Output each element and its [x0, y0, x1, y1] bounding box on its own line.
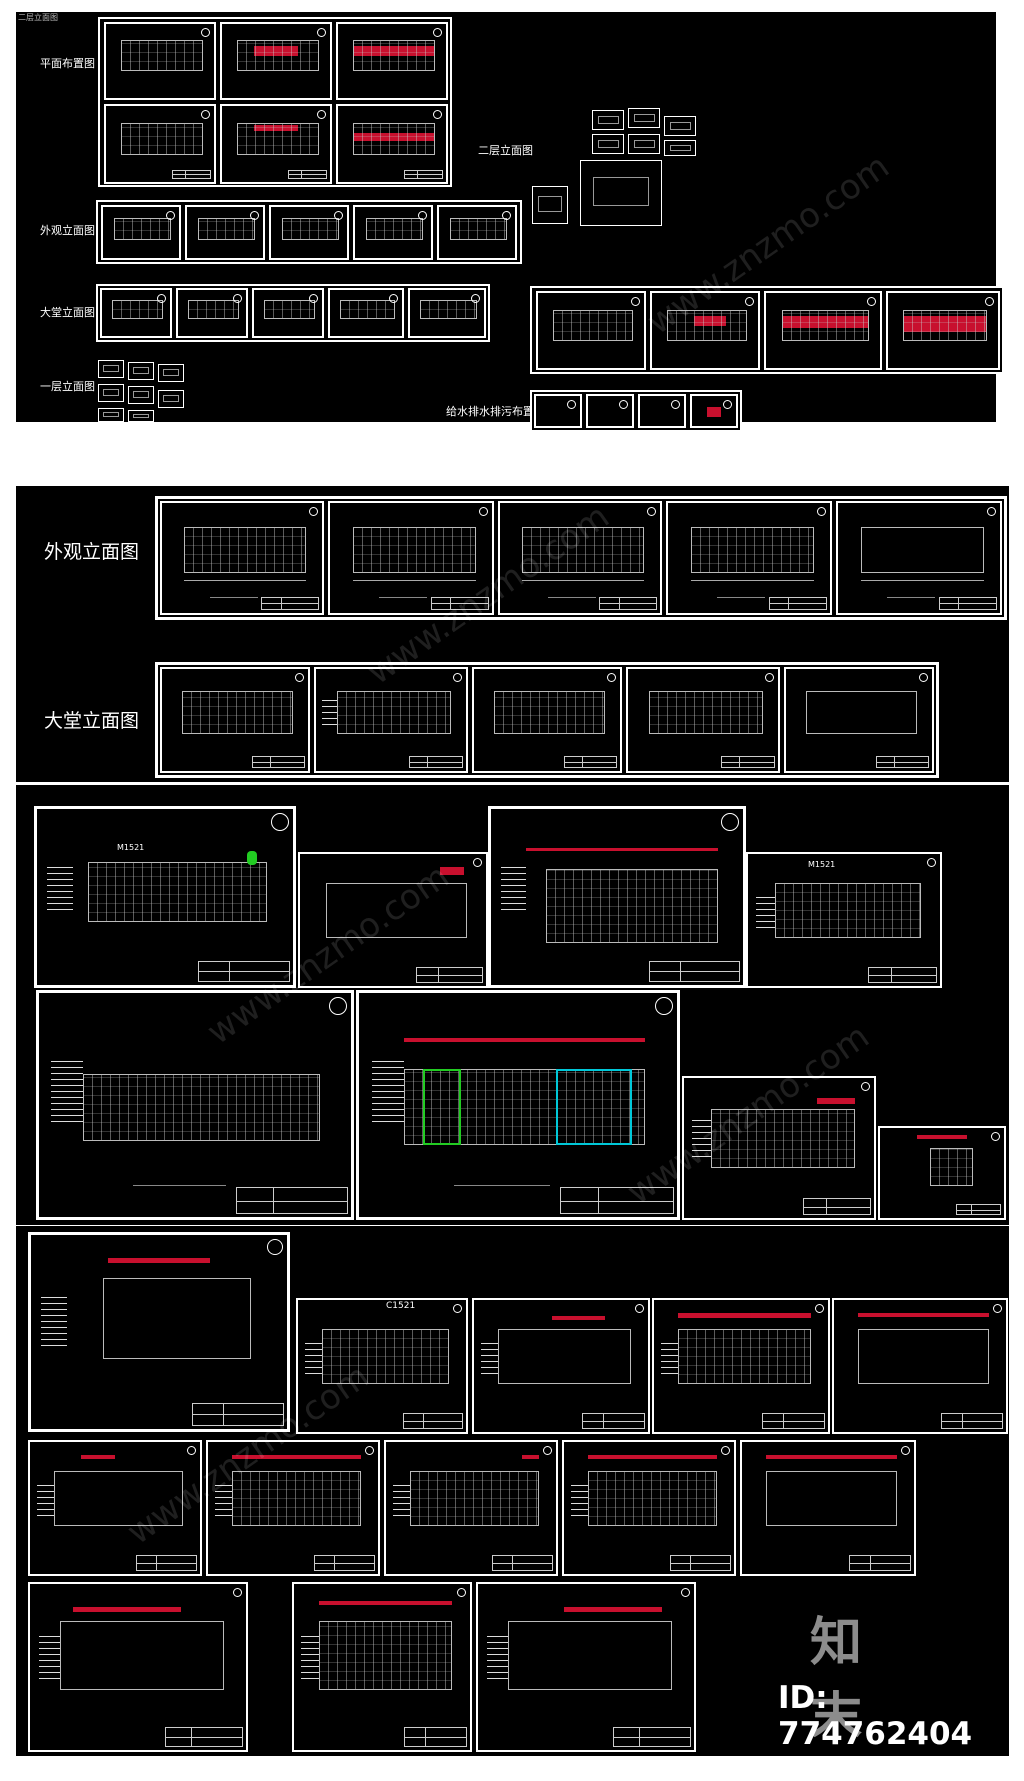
room-sheet-3[interactable] [472, 1298, 650, 1434]
plan-right-4[interactable] [886, 291, 1000, 370]
second-floor-mini-6[interactable] [664, 140, 696, 156]
logo-text: 知末 [810, 1613, 867, 1748]
plumbing-4[interactable] [690, 394, 738, 428]
overview-header: 二层立面图 [18, 13, 58, 22]
label-lobby-large: 大堂立面图 [44, 710, 140, 732]
detail-sheet-3[interactable] [488, 806, 746, 988]
exterior-small-1[interactable] [101, 205, 181, 260]
plan-sheet-4[interactable] [104, 104, 216, 184]
plan-right-2[interactable] [650, 291, 760, 370]
detail-sheet-7[interactable] [682, 1076, 876, 1220]
label-exterior-large: 外观立面图 [44, 541, 140, 563]
first-floor-mini-4[interactable] [98, 384, 124, 402]
label-second-floor: 二层立面图 [478, 144, 533, 157]
exterior-elev-5[interactable] [836, 501, 1002, 615]
detail-sheet-4[interactable]: M1521 [746, 852, 942, 988]
room-sheet-6[interactable] [28, 1440, 202, 1576]
lobby-elev-2[interactable] [314, 667, 468, 773]
second-floor-mini-4[interactable] [592, 134, 624, 154]
plumbing-1[interactable] [534, 394, 582, 428]
label-first-floor: 一层立面图 [40, 380, 95, 393]
label-lobby-small: 大堂立面图 [40, 306, 95, 319]
room-sheet-2[interactable]: C1521 [296, 1298, 468, 1434]
lobby-small-5[interactable] [408, 288, 486, 338]
door-tag-m1521-b: M1521 [808, 860, 836, 869]
room-sheet-9[interactable] [562, 1440, 736, 1576]
exterior-elev-2[interactable] [328, 501, 494, 615]
room-sheet-8[interactable] [384, 1440, 558, 1576]
znzmo-logo: 知末 [810, 1600, 920, 1748]
first-floor-mini-3[interactable] [158, 364, 184, 382]
plumbing-2[interactable] [586, 394, 634, 428]
plan-right-1[interactable] [536, 291, 646, 370]
lobby-elev-3[interactable] [472, 667, 622, 773]
second-floor-mini-2[interactable] [628, 108, 660, 128]
plan-sheet-3[interactable] [336, 22, 448, 100]
first-floor-mini-5[interactable] [128, 386, 154, 404]
second-floor-mini-1[interactable] [592, 110, 624, 130]
plan-sheet-1[interactable] [104, 22, 216, 100]
second-floor-mini-8[interactable] [532, 186, 568, 224]
lobby-elev-4[interactable] [626, 667, 780, 773]
label-plan: 平面布置图 [40, 57, 95, 70]
room-sheet-1[interactable] [28, 1232, 290, 1432]
second-floor-mini-3[interactable] [664, 116, 696, 136]
exterior-small-2[interactable] [185, 205, 265, 260]
detail-sheet-1[interactable]: M1521 [34, 806, 296, 988]
room-sheet-12[interactable] [292, 1582, 472, 1752]
plumbing-3[interactable] [638, 394, 686, 428]
exterior-elev-1[interactable] [160, 501, 324, 615]
lobby-small-4[interactable] [328, 288, 404, 338]
detail-sheet-5[interactable] [36, 990, 354, 1220]
window-tag-c1521: C1521 [386, 1301, 416, 1311]
lobby-small-1[interactable] [100, 288, 172, 338]
detail-sheet-6[interactable] [356, 990, 680, 1220]
plan-right-3[interactable] [764, 291, 882, 370]
room-sheet-7[interactable] [206, 1440, 380, 1576]
second-floor-mini-7[interactable] [580, 160, 662, 226]
second-floor-mini-5[interactable] [628, 134, 660, 154]
plan-sheet-5[interactable] [220, 104, 332, 184]
lobby-elev-5[interactable] [784, 667, 934, 773]
first-floor-mini-1[interactable] [98, 360, 124, 378]
exterior-small-5[interactable] [437, 205, 517, 260]
lobby-small-3[interactable] [252, 288, 324, 338]
lobby-small-2[interactable] [176, 288, 248, 338]
plan-sheet-6[interactable] [336, 104, 448, 184]
room-sheet-4[interactable] [652, 1298, 830, 1434]
room-sheet-5[interactable] [832, 1298, 1008, 1434]
image-id-label: ID: 774762404 [778, 1680, 973, 1752]
exterior-small-4[interactable] [353, 205, 433, 260]
first-floor-mini-6[interactable] [158, 390, 184, 408]
room-sheet-11[interactable] [28, 1582, 248, 1752]
detail-sheet-8[interactable] [878, 1126, 1006, 1220]
label-plumbing: 给水排水排污布置图 [446, 405, 545, 418]
detail-sheet-2[interactable] [298, 852, 488, 988]
exterior-elev-3[interactable] [498, 501, 662, 615]
room-sheet-13[interactable] [476, 1582, 696, 1752]
label-exterior-small: 外观立面图 [40, 224, 95, 237]
exterior-small-3[interactable] [269, 205, 349, 260]
room-sheet-10[interactable] [740, 1440, 916, 1576]
door-tag-m1521-a: M1521 [117, 843, 145, 852]
plan-sheet-2[interactable] [220, 22, 332, 100]
first-floor-mini-8[interactable] [128, 410, 154, 422]
first-floor-mini-7[interactable] [98, 408, 124, 422]
first-floor-mini-2[interactable] [128, 362, 154, 380]
exterior-elev-4[interactable] [666, 501, 832, 615]
lobby-elev-1[interactable] [160, 667, 310, 773]
